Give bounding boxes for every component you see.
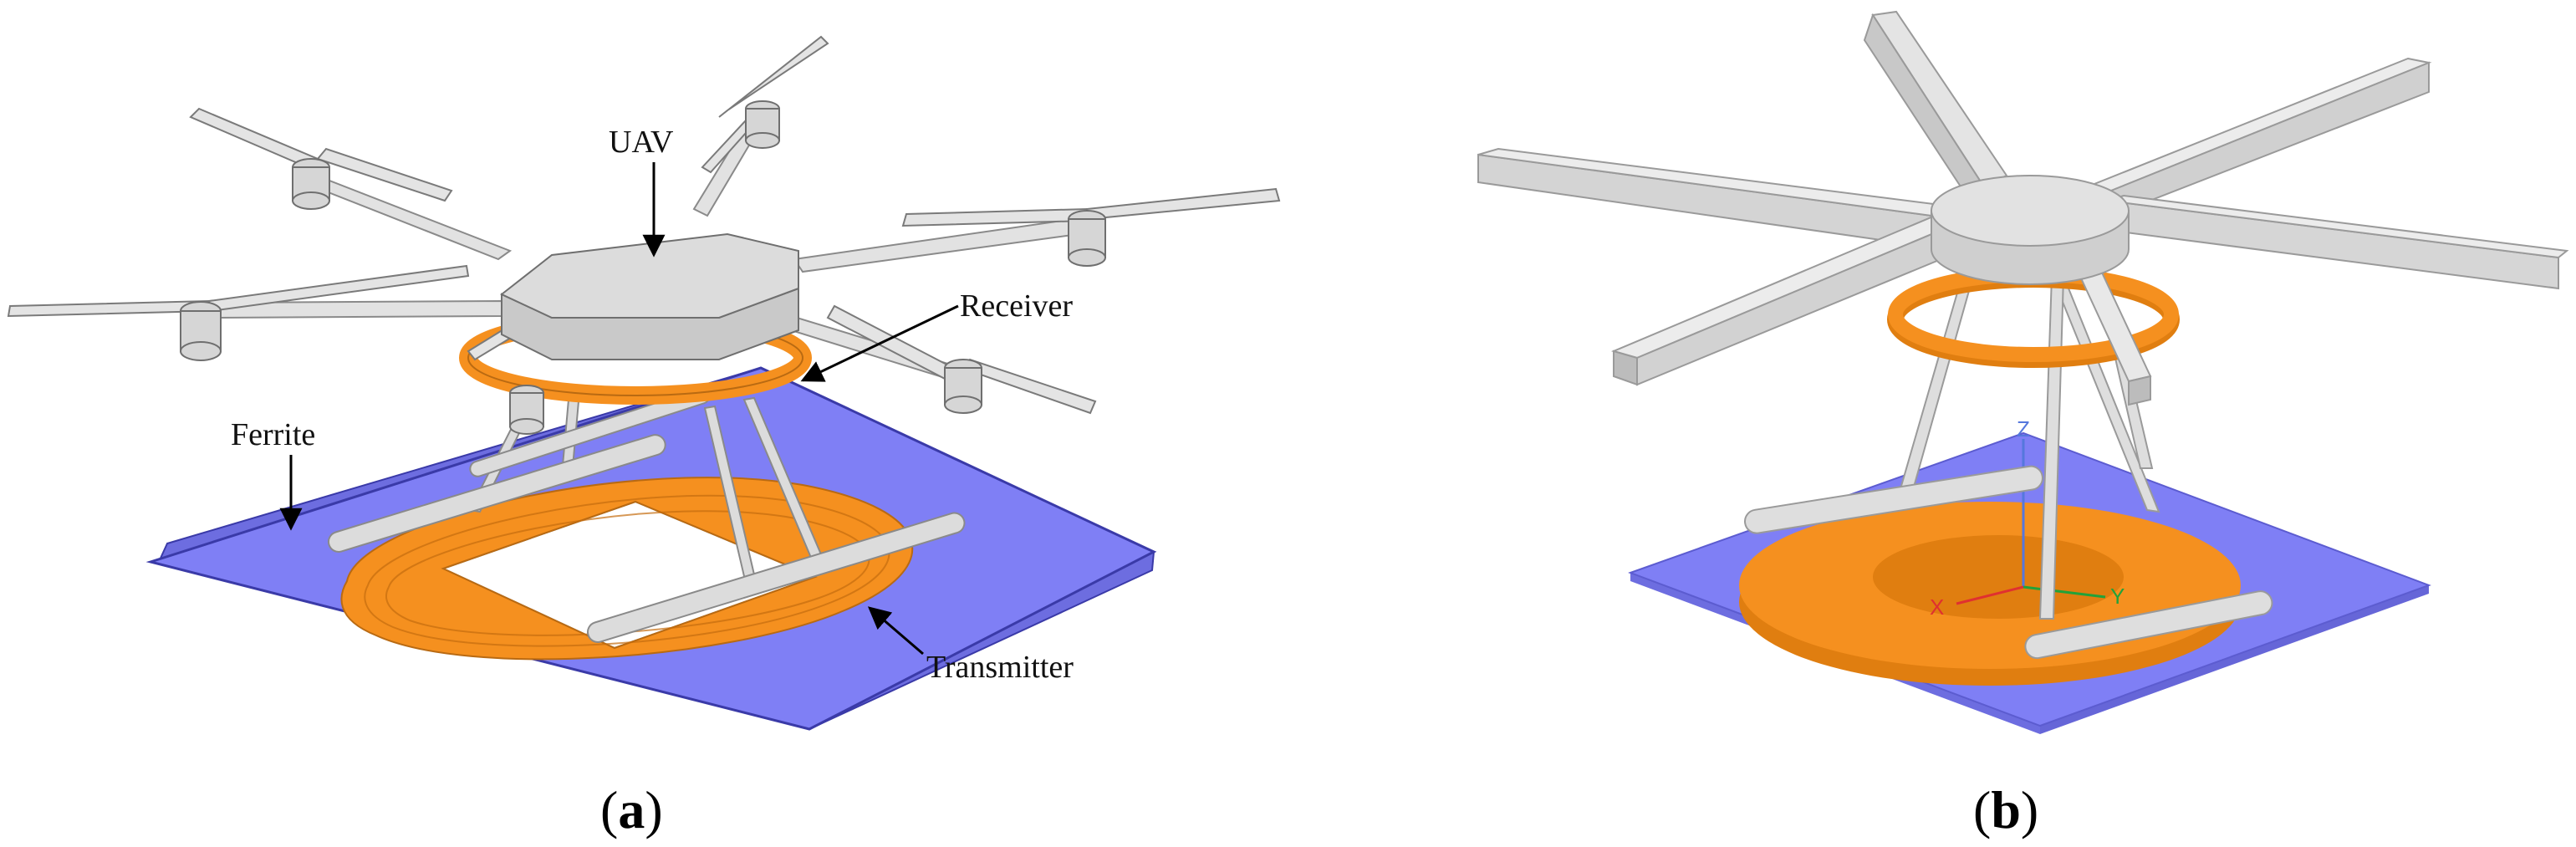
callout-uav: UAV <box>609 125 674 160</box>
axis-x-label: X <box>1930 594 1944 620</box>
callouts-a: UAV Receiver Ferrite Transmitter <box>231 125 1074 685</box>
axis-z-label: Z <box>2017 416 2030 441</box>
axis-x-line <box>1956 585 2024 605</box>
callout-receiver-arrow <box>800 304 959 382</box>
uav-hub-b <box>1931 175 2130 285</box>
transmitter-ring-b <box>1739 502 2241 686</box>
caption-b-open: ( <box>1973 780 1991 839</box>
landing-gear-a <box>327 387 966 643</box>
axis-y-label: Y <box>2110 584 2125 609</box>
axis-y-line <box>2023 585 2106 599</box>
panel-b-illustration: Z X Y <box>1477 10 2569 839</box>
callout-transmitter-arrow <box>867 606 924 656</box>
caption-b-close: ) <box>2021 780 2038 839</box>
callout-ferrite: Ferrite <box>231 417 315 452</box>
uav-body-a <box>500 232 799 360</box>
caption-a-letter: a <box>618 780 645 839</box>
caption-b-letter: b <box>1991 780 2021 839</box>
axis-triad-b: Z X Y <box>1930 416 2125 620</box>
caption-a-close: ) <box>645 780 662 839</box>
caption-panel-a: (a) <box>600 780 663 839</box>
callout-transmitter: Transmitter <box>926 650 1074 685</box>
caption-a-open: ( <box>600 780 618 839</box>
callout-receiver: Receiver <box>960 288 1073 324</box>
panel-a-illustration: UAV Receiver Ferrite Transmitter (a) <box>7 35 1281 839</box>
transmitter-coil-a <box>340 477 914 661</box>
caption-panel-b: (b) <box>1973 780 2038 839</box>
motors-a <box>180 100 1106 435</box>
